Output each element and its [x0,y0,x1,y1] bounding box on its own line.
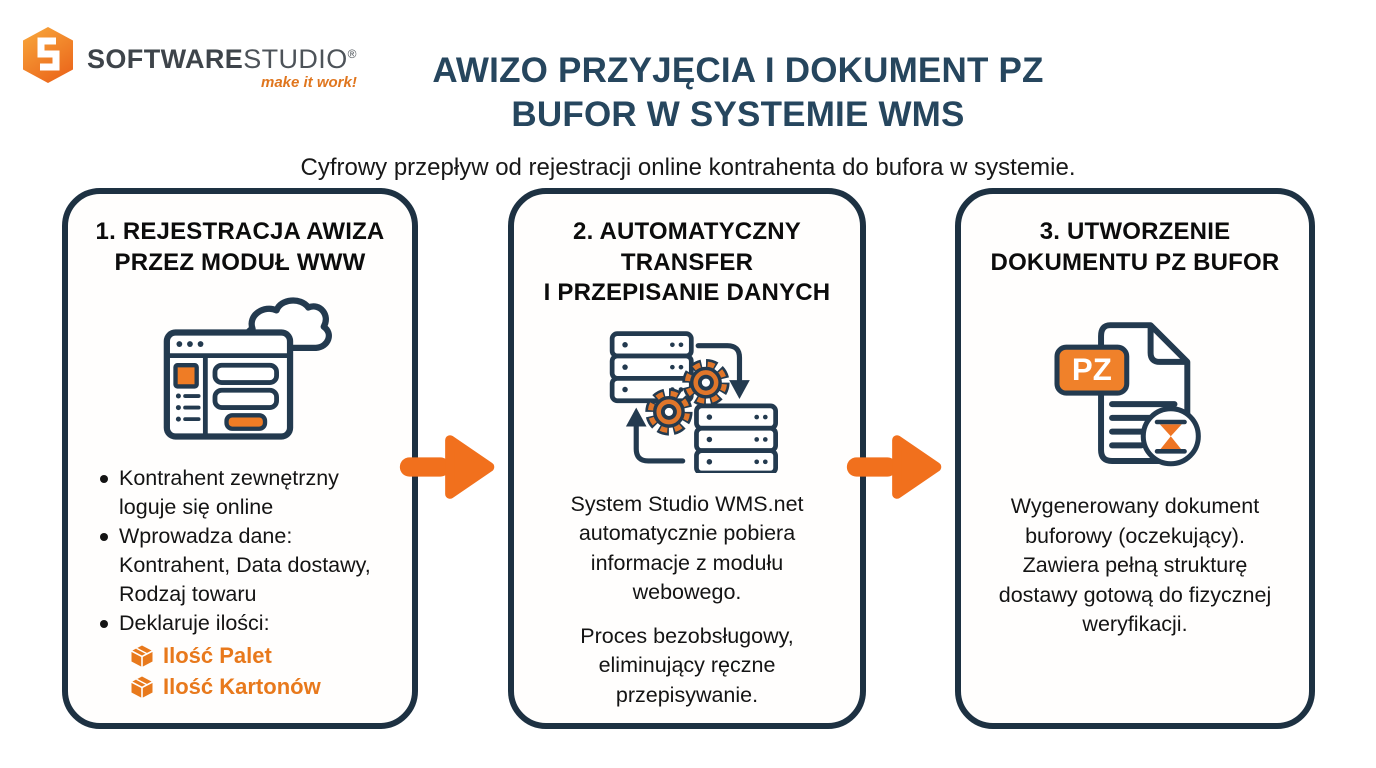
brand-software: SOFTWARE [87,44,244,74]
step-2-text-2: Proces bezobsługowy, eliminujący ręczne … [580,623,794,707]
box-icon [131,676,153,698]
box-icon [131,645,153,667]
page-title: AWIZO PRZYJĘCIA I DOKUMENT PZ BUFOR W SY… [432,51,1044,135]
bullet-item: Deklaruje ilości: [100,609,398,638]
step-2-text-1: System Studio WMS.net automatycznie pobi… [570,491,804,605]
bullet-dot [100,533,108,541]
bullet-item: Wprowadza dane: Kontrahent, Data dostawy… [100,522,398,609]
bullet-dot [100,475,108,483]
quantity-label: Ilość Palet [163,643,272,668]
servers-gears-sync-icon [584,325,790,473]
quantity-pallets: Ilość Palet [130,640,412,671]
quantity-list: Ilość Palet Ilość Kartonów [68,640,412,702]
step-2-title: 2. AUTOMATYCZNY TRANSFER I PRZEPISANIE D… [543,218,831,306]
page-subtitle: Cyfrowy przepływ od rejestracji online k… [300,154,1076,181]
step-1-title: 1. REJESTRACJA AWIZA PRZEZ MODUŁ WWW [95,218,385,276]
step-3-title: 3. UTWORZENIE DOKUMENTU PZ BUFOR [990,218,1280,276]
step-card-2: 2. AUTOMATYCZNY TRANSFER I PRZEPISANIE D… [508,188,866,729]
softwarestudio-hexagon-s-icon [23,27,73,83]
arrow-right-icon [399,435,495,499]
quantity-cartons: Ilość Kartonów [130,671,412,702]
step-3-text: Wygenerowany dokument buforowy (oczekują… [998,494,1272,636]
step-1-bullet-list: Kontrahent zewnętrzny loguje się online … [100,464,398,638]
step-card-1: 1. REJESTRACJA AWIZA PRZEZ MODUŁ WWW [62,188,418,729]
brand-name: SOFTWARESTUDIO® [87,40,357,73]
document-pz-hourglass-icon: PZ [1054,322,1201,467]
softwarestudio-logo: SOFTWARESTUDIO® make it work! [22,26,357,91]
bullet-dot [100,620,108,628]
registered-mark: ® [347,47,357,61]
brand-studio: STUDIO [243,44,348,74]
step-card-3: 3. UTWORZENIE DOKUMENTU PZ BUFOR PZ [955,188,1315,729]
pz-badge-label: PZ [1072,352,1112,387]
browser-cloud-icon [163,297,332,440]
quantity-label: Ilość Kartonów [163,674,321,699]
arrow-right-icon [846,435,942,499]
brand-tagline: make it work! [260,74,357,91]
bullet-item: Kontrahent zewnętrzny loguje się online [100,464,398,522]
